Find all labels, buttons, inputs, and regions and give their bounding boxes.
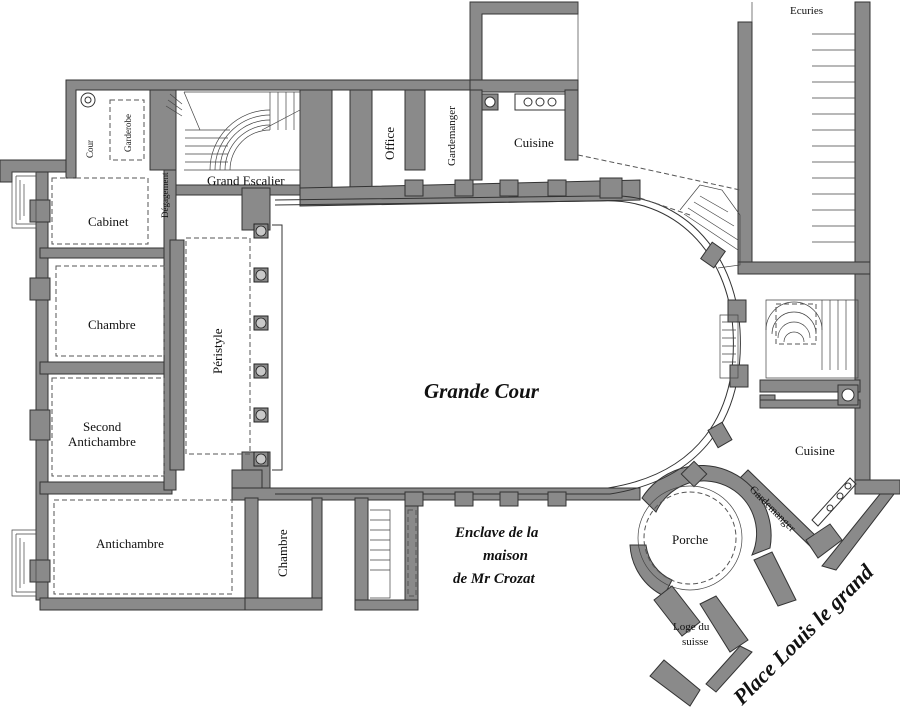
label-grande-cour: Grande Cour [424, 379, 540, 403]
label-degagement: Dégagement [160, 172, 170, 218]
label-grand-escalier: Grand Escalier [207, 173, 285, 188]
label-peristyle: Péristyle [210, 328, 225, 374]
fixtures [80, 2, 859, 591]
label-second-antichambre-1: Second [83, 419, 122, 434]
label-office: Office [382, 127, 397, 160]
stairs [11, 91, 859, 599]
label-cuisine-east: Cuisine [795, 443, 835, 458]
label-enclave-2: maison [483, 548, 528, 564]
grande-cour-outline [274, 177, 749, 507]
label-cabinet: Cabinet [88, 214, 129, 229]
label-enclave-3: de Mr Crozat [453, 571, 536, 587]
label-gardemanger-north: Gardemanger [446, 106, 458, 166]
label-loge-2: suisse [682, 636, 708, 648]
label-chambre-south: Chambre [275, 529, 290, 577]
label-chambre-west: Chambre [88, 317, 136, 332]
label-garderobe: Garderobe [123, 114, 133, 152]
label-cuisine-north: Cuisine [514, 135, 554, 150]
peristyle-columns [253, 223, 283, 471]
label-porche: Porche [672, 532, 708, 547]
label-ecuries: Ecuries [790, 5, 823, 17]
dashed-outlines [51, 99, 817, 597]
label-antichambre: Antichambre [96, 536, 164, 551]
label-loge-1: Loge du [673, 621, 710, 633]
label-enclave-1: Enclave de la [454, 525, 539, 541]
label-second-antichambre-2: Antichambre [68, 434, 136, 449]
label-cour: Cour [85, 140, 95, 158]
label-place-louis-le-grand: Place Louis le grand [727, 558, 879, 709]
